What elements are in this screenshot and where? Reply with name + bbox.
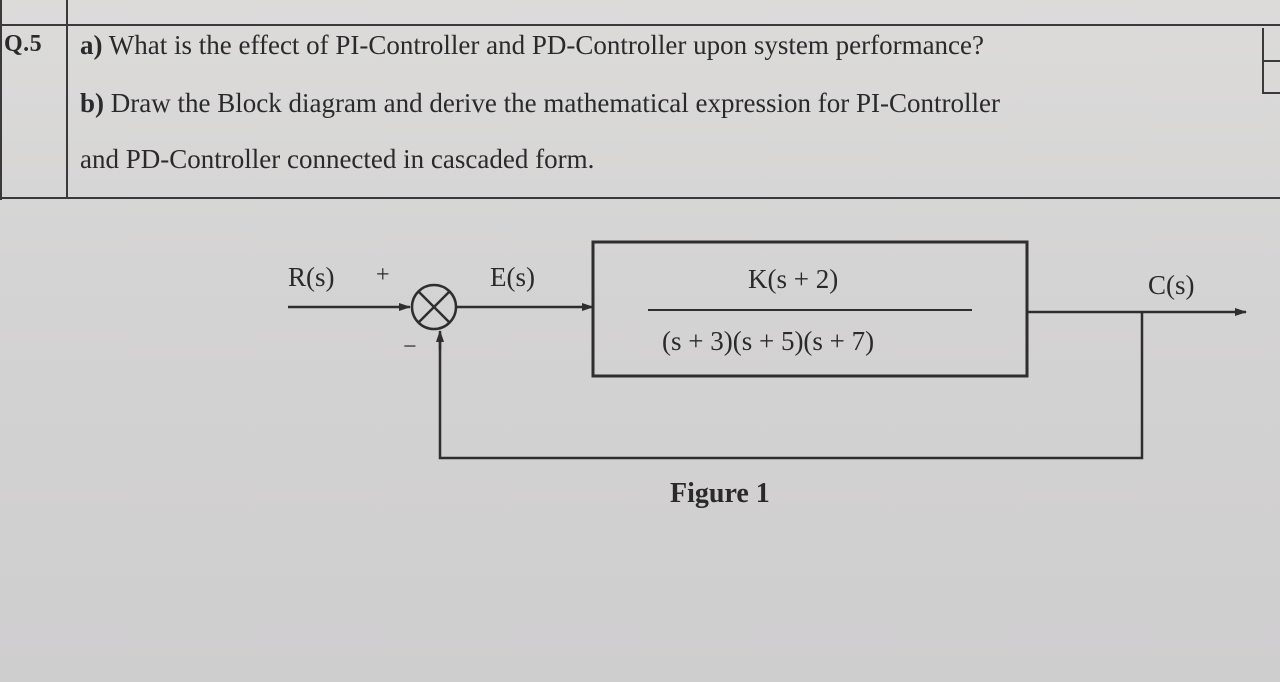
block-diagram [288,240,1247,460]
output-label: C(s) [1148,270,1195,300]
part-b-text-line1: Draw the Block diagram and derive the ma… [110,88,1000,118]
figure-caption: Figure 1 [670,478,770,509]
table-left-rule [0,0,2,200]
plus-sign: + [376,262,390,288]
question-number: Q.5 [4,31,43,57]
right-margin-tick [1262,60,1280,62]
part-a-label: a) [80,30,103,60]
transfer-denominator: (s + 3)(s + 5)(s + 7) [662,326,875,356]
question-part-a: a) What is the effect of PI-Controller a… [80,30,984,61]
table-column-rule [66,0,68,198]
question-part-b: b) Draw the Block diagram and derive the… [80,88,1000,119]
transfer-numerator: K(s + 2) [748,264,839,294]
right-margin-tick-bottom [1262,92,1280,94]
part-b-label: b) [80,88,105,118]
transfer-function-block [591,240,1029,378]
feedback-path [438,312,1144,460]
part-b-text-line2: and PD-Controller connected in cascaded … [80,144,595,174]
minus-sign: − [403,334,417,360]
input-label: R(s) [288,262,335,292]
part-a-text: What is the effect of PI-Controller and … [108,30,985,60]
summing-junction-cross-2 [417,290,451,324]
error-label: E(s) [490,262,535,292]
table-top-rule [0,24,1280,26]
table-bottom-rule [0,197,1280,199]
